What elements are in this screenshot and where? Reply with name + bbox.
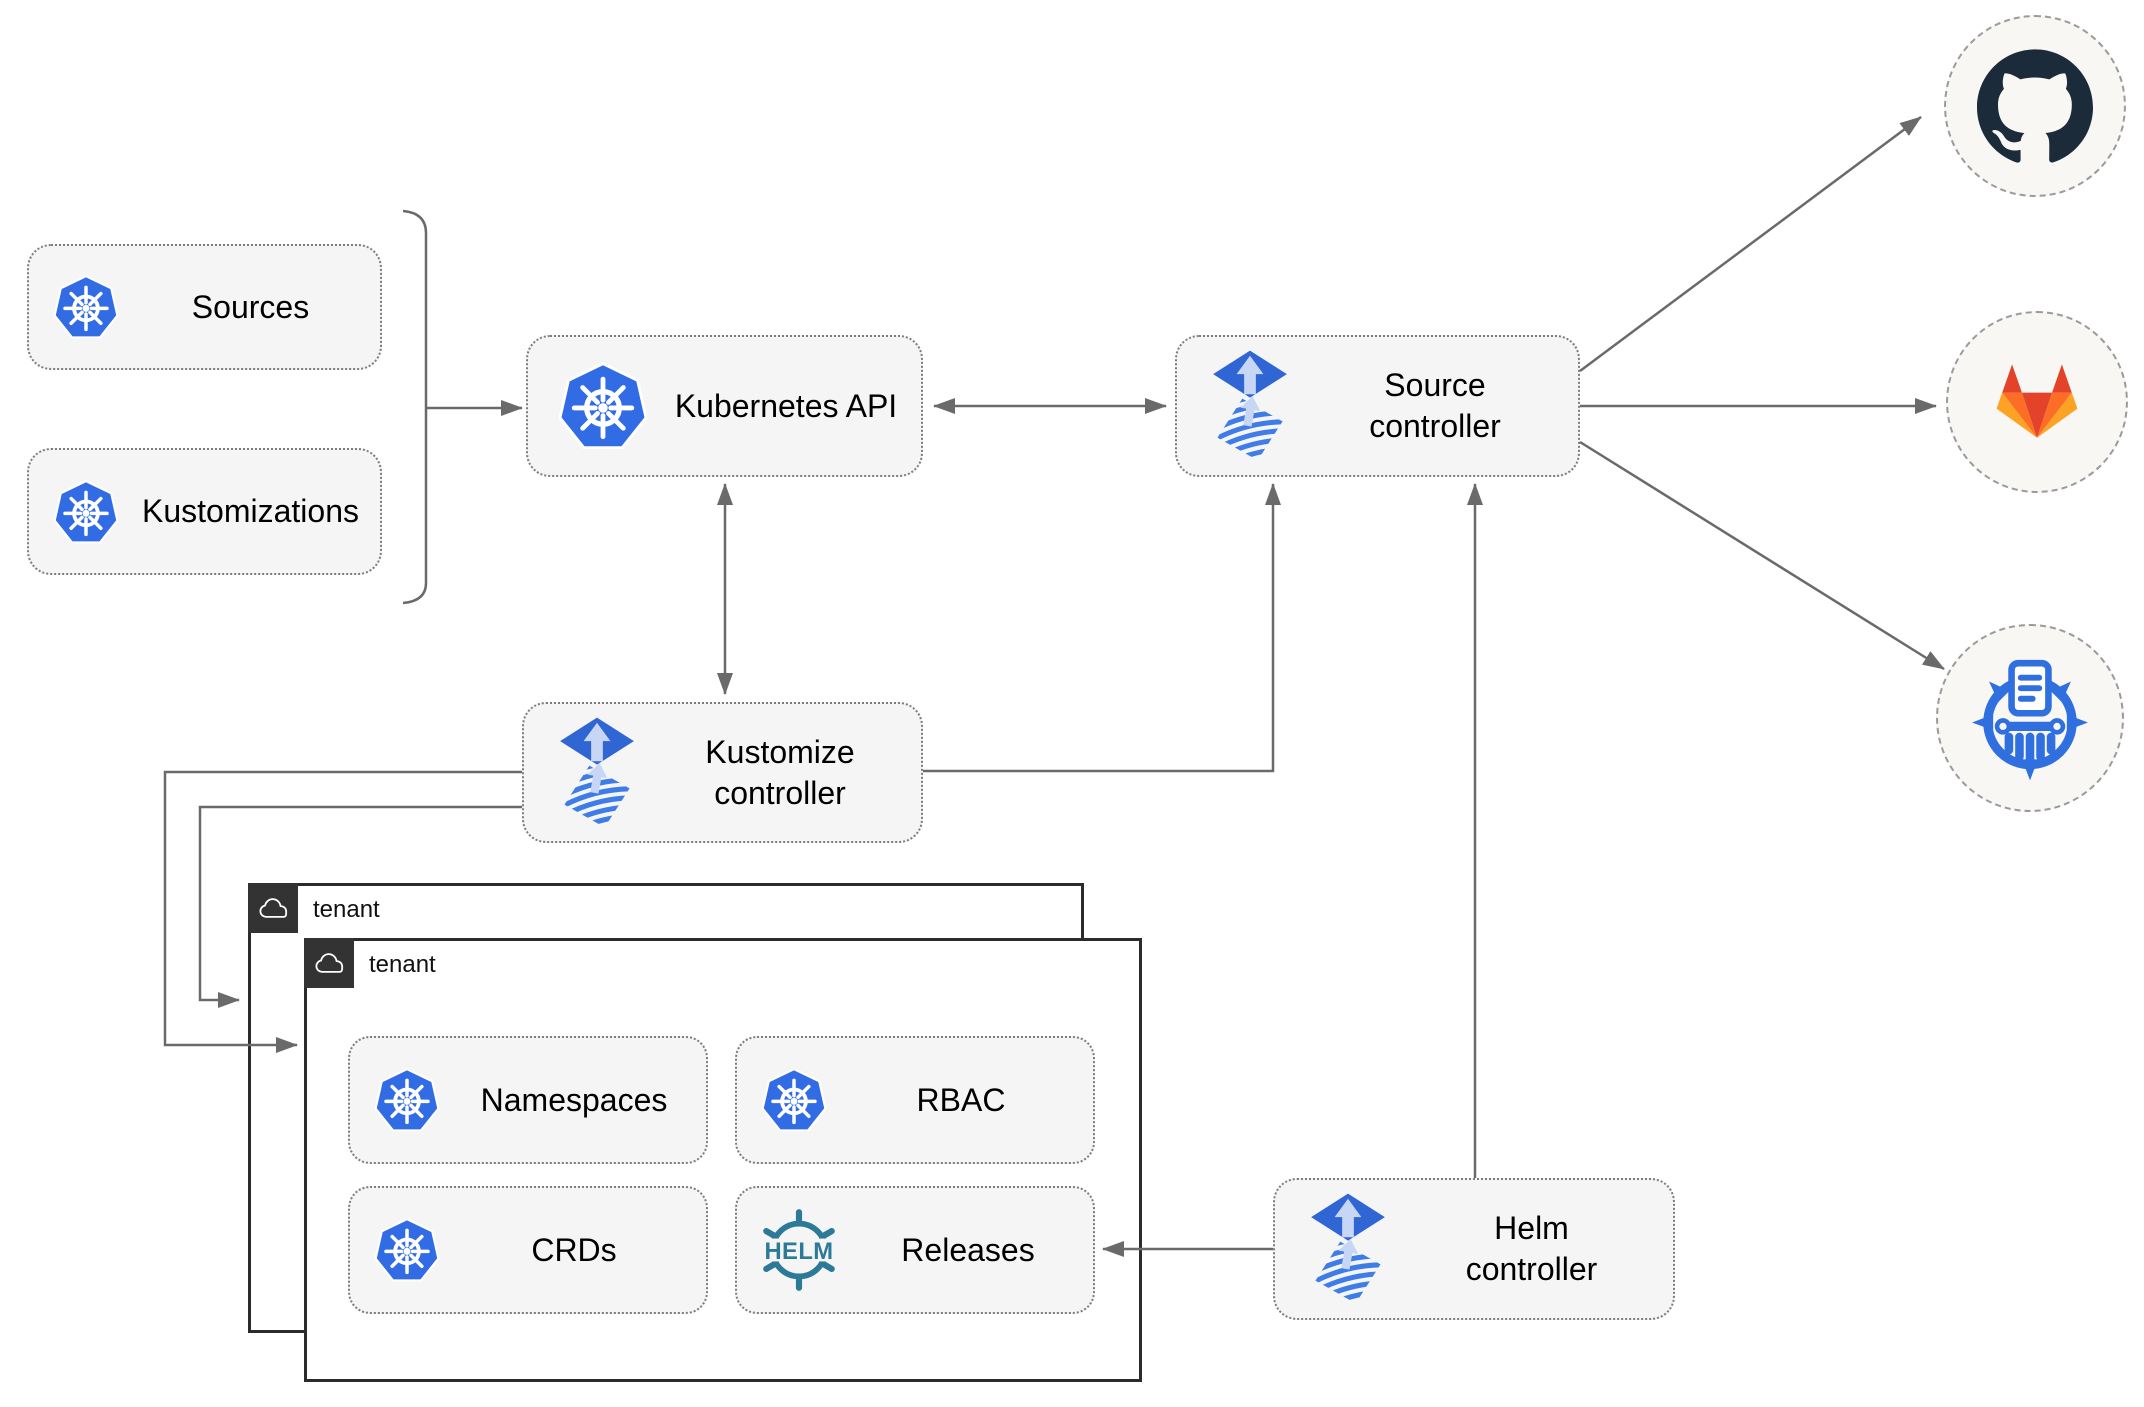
source-controller-label-line2: controller — [1369, 408, 1501, 444]
cloud-icon — [313, 951, 345, 975]
kustomizations-label: Kustomizations — [142, 493, 359, 529]
kubernetes-icon — [372, 1213, 442, 1287]
source-controller-node: Source controller — [1175, 335, 1580, 477]
sources-node: Sources — [27, 244, 382, 370]
edge-source-controller-to-chartmuseum — [1579, 440, 1945, 671]
source-controller-label-line1: Source — [1384, 367, 1486, 404]
chartmuseum-icon — [1964, 650, 2096, 787]
chartmuseum-remote — [1936, 624, 2124, 812]
kustomizations-node: Kustomizations — [27, 448, 382, 575]
helm-icon-text: HELM — [764, 1238, 833, 1265]
tenant-label: tenant — [369, 951, 436, 978]
sources-label: Sources — [191, 288, 310, 325]
helm-wheel-handles — [763, 1209, 835, 1291]
github-icon — [1977, 48, 2093, 164]
kubernetes-api-node: Kubernetes API — [526, 335, 923, 477]
flux-icon — [555, 716, 639, 830]
helm-icon: HELM — [762, 1209, 836, 1291]
grouping-brace — [402, 209, 428, 605]
flux-icon — [1208, 349, 1292, 463]
tenant-box-front: tenant Namespaces RBAC CRDs — [304, 938, 1142, 1382]
rbac-node: RBAC — [735, 1036, 1095, 1164]
edge-kustomize-controller-to-source-controller — [923, 483, 1281, 773]
kubernetes-icon — [51, 475, 121, 549]
tenant-tab — [304, 938, 354, 988]
flux-icon — [1306, 1192, 1390, 1306]
releases-label: Releases — [901, 1231, 1035, 1268]
kustomize-controller-node: Kustomize controller — [522, 702, 923, 843]
namespaces-label: Namespaces — [480, 1081, 668, 1118]
releases-node: HELM Releases — [735, 1186, 1095, 1314]
helm-controller-label-line1: Helm — [1494, 1210, 1569, 1247]
github-remote — [1944, 15, 2126, 197]
kubernetes-icon — [555, 356, 651, 456]
kustomize-controller-label-line2: controller — [714, 774, 846, 811]
tenant-label: tenant — [313, 896, 380, 923]
helm-controller-node: Helm controller — [1273, 1178, 1675, 1320]
helm-controller-label: Helm controller — [1390, 1208, 1673, 1290]
kustomize-controller-label: Kustomize controller — [639, 732, 921, 814]
kubernetes-api-label: Kubernetes API — [674, 387, 898, 424]
source-controller-label: Source controller — [1292, 365, 1578, 447]
crds-node: CRDs — [348, 1186, 708, 1314]
edge-source-controller-to-github — [1579, 115, 1922, 373]
helm-controller-label-line2: controller — [1465, 1251, 1598, 1287]
crds-label: CRDs — [531, 1231, 617, 1268]
namespaces-node: Namespaces — [348, 1036, 708, 1164]
cloud-icon — [257, 896, 289, 920]
kubernetes-icon — [372, 1063, 442, 1137]
gitlab-remote — [1946, 311, 2128, 493]
kubernetes-icon — [51, 270, 121, 344]
kustomize-controller-label-line1: Kustomize — [705, 733, 855, 770]
kubernetes-icon — [759, 1063, 829, 1137]
gitlab-icon — [1987, 355, 2087, 449]
tenant-tab — [248, 883, 298, 933]
rbac-label: RBAC — [916, 1081, 1006, 1118]
